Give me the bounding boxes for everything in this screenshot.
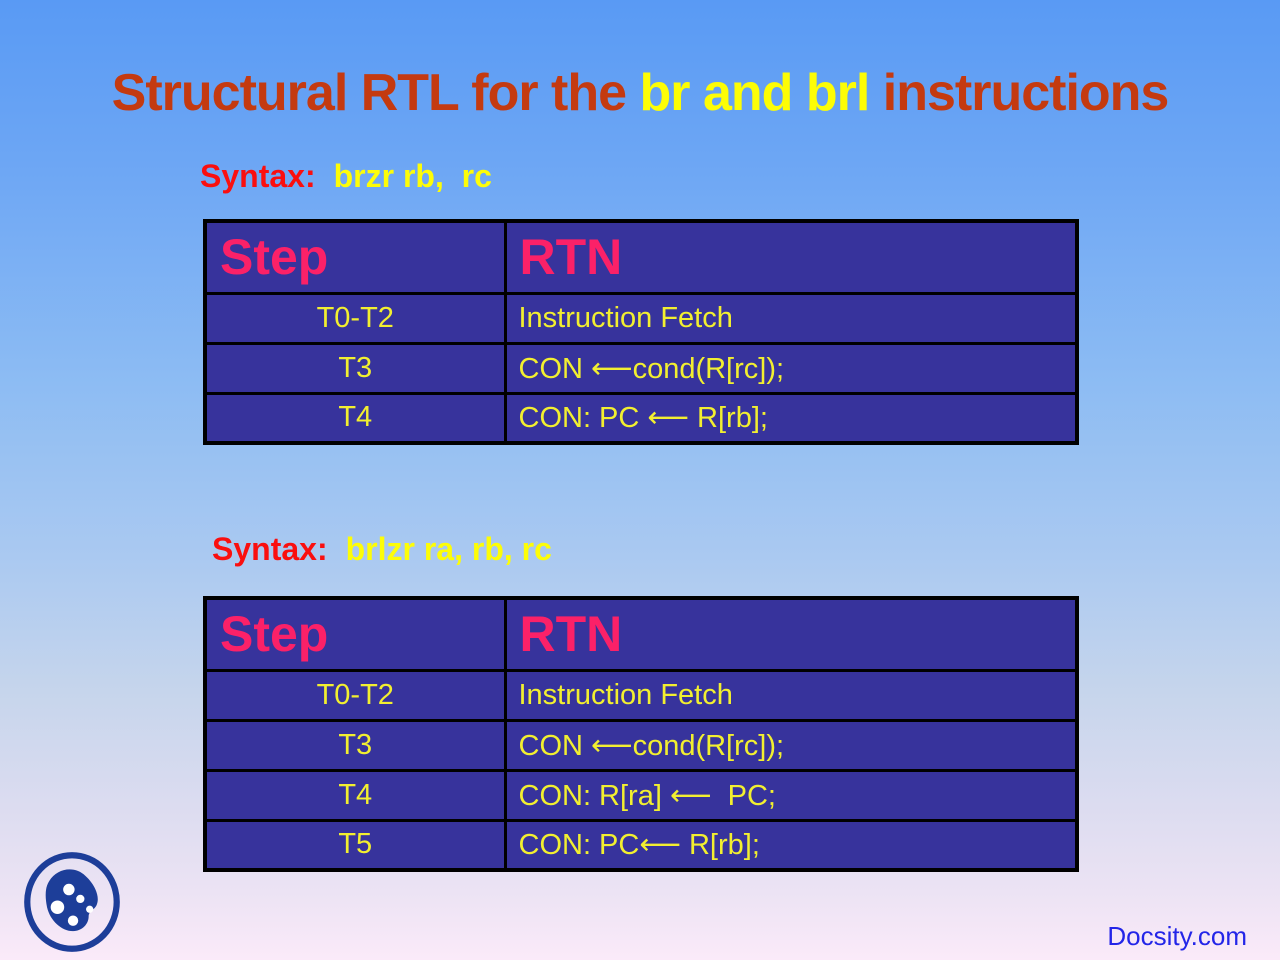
table-row: T0-T2 Instruction Fetch <box>203 291 1079 345</box>
step-cell: T4 <box>203 391 507 445</box>
column-header-step: Step <box>203 596 507 672</box>
step-cell: T4 <box>203 768 507 822</box>
step-cell: T0-T2 <box>203 291 507 345</box>
brl-rtl-table: Step RTN T0-T2 Instruction Fetch T3 CON … <box>203 596 1079 872</box>
table-header-row: Step RTN <box>203 219 1079 295</box>
column-header-step: Step <box>203 219 507 295</box>
step-cell: T3 <box>203 718 507 772</box>
syntax-value: brzr rb, rc <box>333 158 492 194</box>
syntax-line-br: Syntax: brzr rb, rc <box>200 158 492 195</box>
column-header-rtn: RTN <box>503 219 1079 295</box>
rtn-cell: Instruction Fetch <box>503 668 1079 722</box>
rtn-cell: CON ⟵cond(R[rc]); <box>503 341 1079 395</box>
page-title: Structural RTL for the br and brl instru… <box>0 64 1280 124</box>
br-rtl-table: Step RTN T0-T2 Instruction Fetch T3 CON … <box>203 219 1079 445</box>
rtn-cell: Instruction Fetch <box>503 291 1079 345</box>
table-row: T5 CON: PC⟵ R[rb]; <box>203 818 1079 872</box>
table-row: T4 CON: PC ⟵ R[rb]; <box>203 391 1079 445</box>
table-row: T3 CON ⟵cond(R[rc]); <box>203 341 1079 395</box>
rtn-cell: CON: R[ra] ⟵ PC; <box>503 768 1079 822</box>
title-prefix: Structural RTL for the <box>111 64 640 122</box>
docsity-logo-icon <box>20 849 124 955</box>
title-highlight: br and brl <box>639 64 871 122</box>
step-cell: T5 <box>203 818 507 872</box>
table-row: T4 CON: R[ra] ⟵ PC; <box>203 768 1079 822</box>
rtn-cell: CON ⟵cond(R[rc]); <box>503 718 1079 772</box>
column-header-rtn: RTN <box>503 596 1079 672</box>
docsity-brand-link[interactable]: Docsity.com <box>1107 921 1247 951</box>
syntax-label: Syntax: <box>212 531 328 567</box>
syntax-label: Syntax: <box>200 158 316 194</box>
table-row: T3 CON ⟵cond(R[rc]); <box>203 718 1079 772</box>
table-row: T0-T2 Instruction Fetch <box>203 668 1079 722</box>
table-header-row: Step RTN <box>203 596 1079 672</box>
rtn-cell: CON: PC ⟵ R[rb]; <box>503 391 1079 445</box>
rtn-cell: CON: PC⟵ R[rb]; <box>503 818 1079 872</box>
step-cell: T0-T2 <box>203 668 507 722</box>
title-suffix: instructions <box>869 64 1170 122</box>
syntax-line-brl: Syntax: brlzr ra, rb, rc <box>212 531 552 568</box>
syntax-value: brlzr ra, rb, rc <box>345 531 552 567</box>
step-cell: T3 <box>203 341 507 395</box>
